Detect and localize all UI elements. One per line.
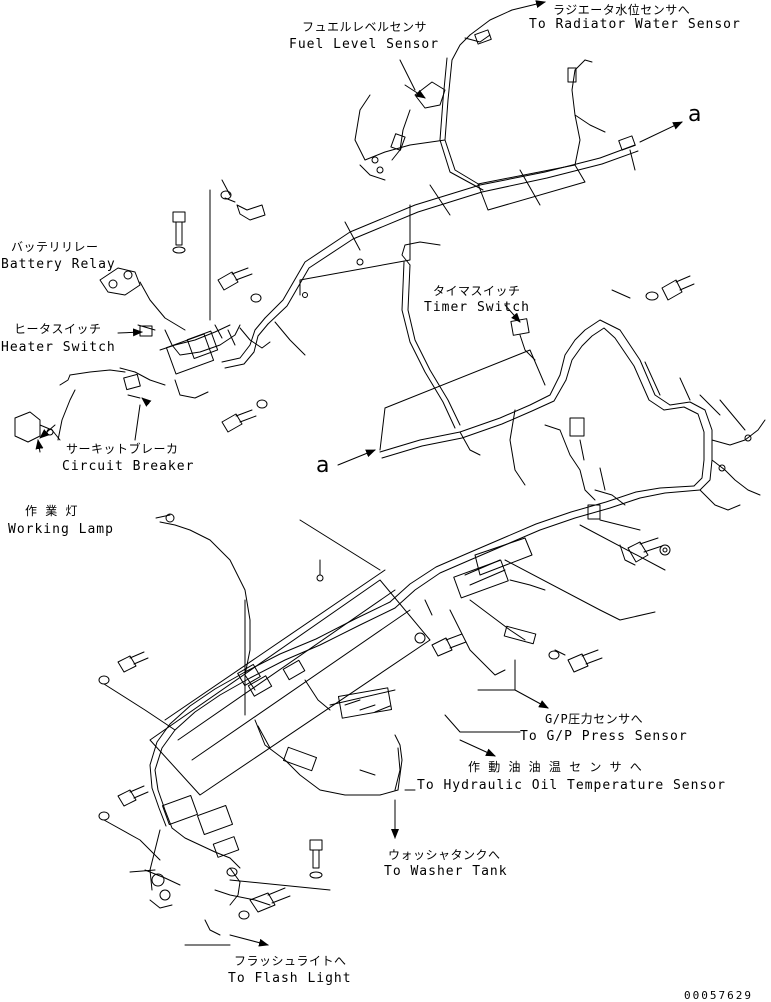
fuel-sensor-label-jp: フュエルレベルセンサ — [302, 20, 428, 34]
washer-tank-label-jp: ウォッシャタンクへ — [388, 848, 501, 862]
hydraulic-sensor-label-en: To Hydraulic Oil Temperature Sensor — [417, 778, 726, 793]
washer-tank-label-en: To Washer Tank — [384, 864, 508, 879]
flash-light-label-en: To Flash Light — [228, 971, 352, 986]
drawing-number: 00057629 — [684, 989, 753, 1002]
gp-sensor-label-en: To G/P Press Sensor — [520, 729, 688, 744]
battery-relay-label-jp: バッテリリレー — [11, 240, 99, 254]
heater-switch-label-en: Heater Switch — [1, 340, 116, 355]
bolts-upper-left — [172, 179, 268, 433]
fuel-sensor-label-en: Fuel Level Sensor — [289, 37, 440, 52]
working-lamp-label-jp: 作 業 灯 — [25, 504, 78, 518]
radiator-sensor-label-jp: ラジエータ水位センサへ — [553, 3, 691, 17]
working-lamp-label-en: Working Lamp — [8, 522, 114, 537]
circuit-breaker-label-en: Circuit Breaker — [62, 459, 195, 474]
flash-light-label-jp: フラッシュライトへ — [234, 954, 347, 968]
relay-cluster — [59, 267, 271, 399]
hydraulic-sensor-label-jp: 作 動 油 油 温 セ ン サ へ — [468, 760, 643, 774]
direction-arrows — [35, 0, 683, 947]
ref-letter-a-top: a — [688, 102, 702, 127]
lower-harness — [98, 513, 603, 946]
heater-switch-label-jp: ヒータスイッチ — [14, 322, 102, 336]
radiator-sensor-label-en: To Radiator Water Sensor — [529, 17, 741, 32]
timer-switch-label-jp: タイマスイッチ — [433, 284, 521, 298]
middle-harness — [379, 241, 766, 621]
gp-sensor-label-jp: G/P圧力センサへ — [545, 712, 644, 726]
upper-harness — [221, 9, 639, 369]
circuit-breaker-label-jp: サーキットブレーカ — [66, 442, 179, 456]
battery-relay-label-en: Battery Relay — [1, 257, 116, 272]
label-leaders — [134, 59, 521, 791]
ref-letter-a-middle: a — [316, 453, 330, 478]
timer-switch-label-en: Timer Switch — [424, 300, 530, 315]
